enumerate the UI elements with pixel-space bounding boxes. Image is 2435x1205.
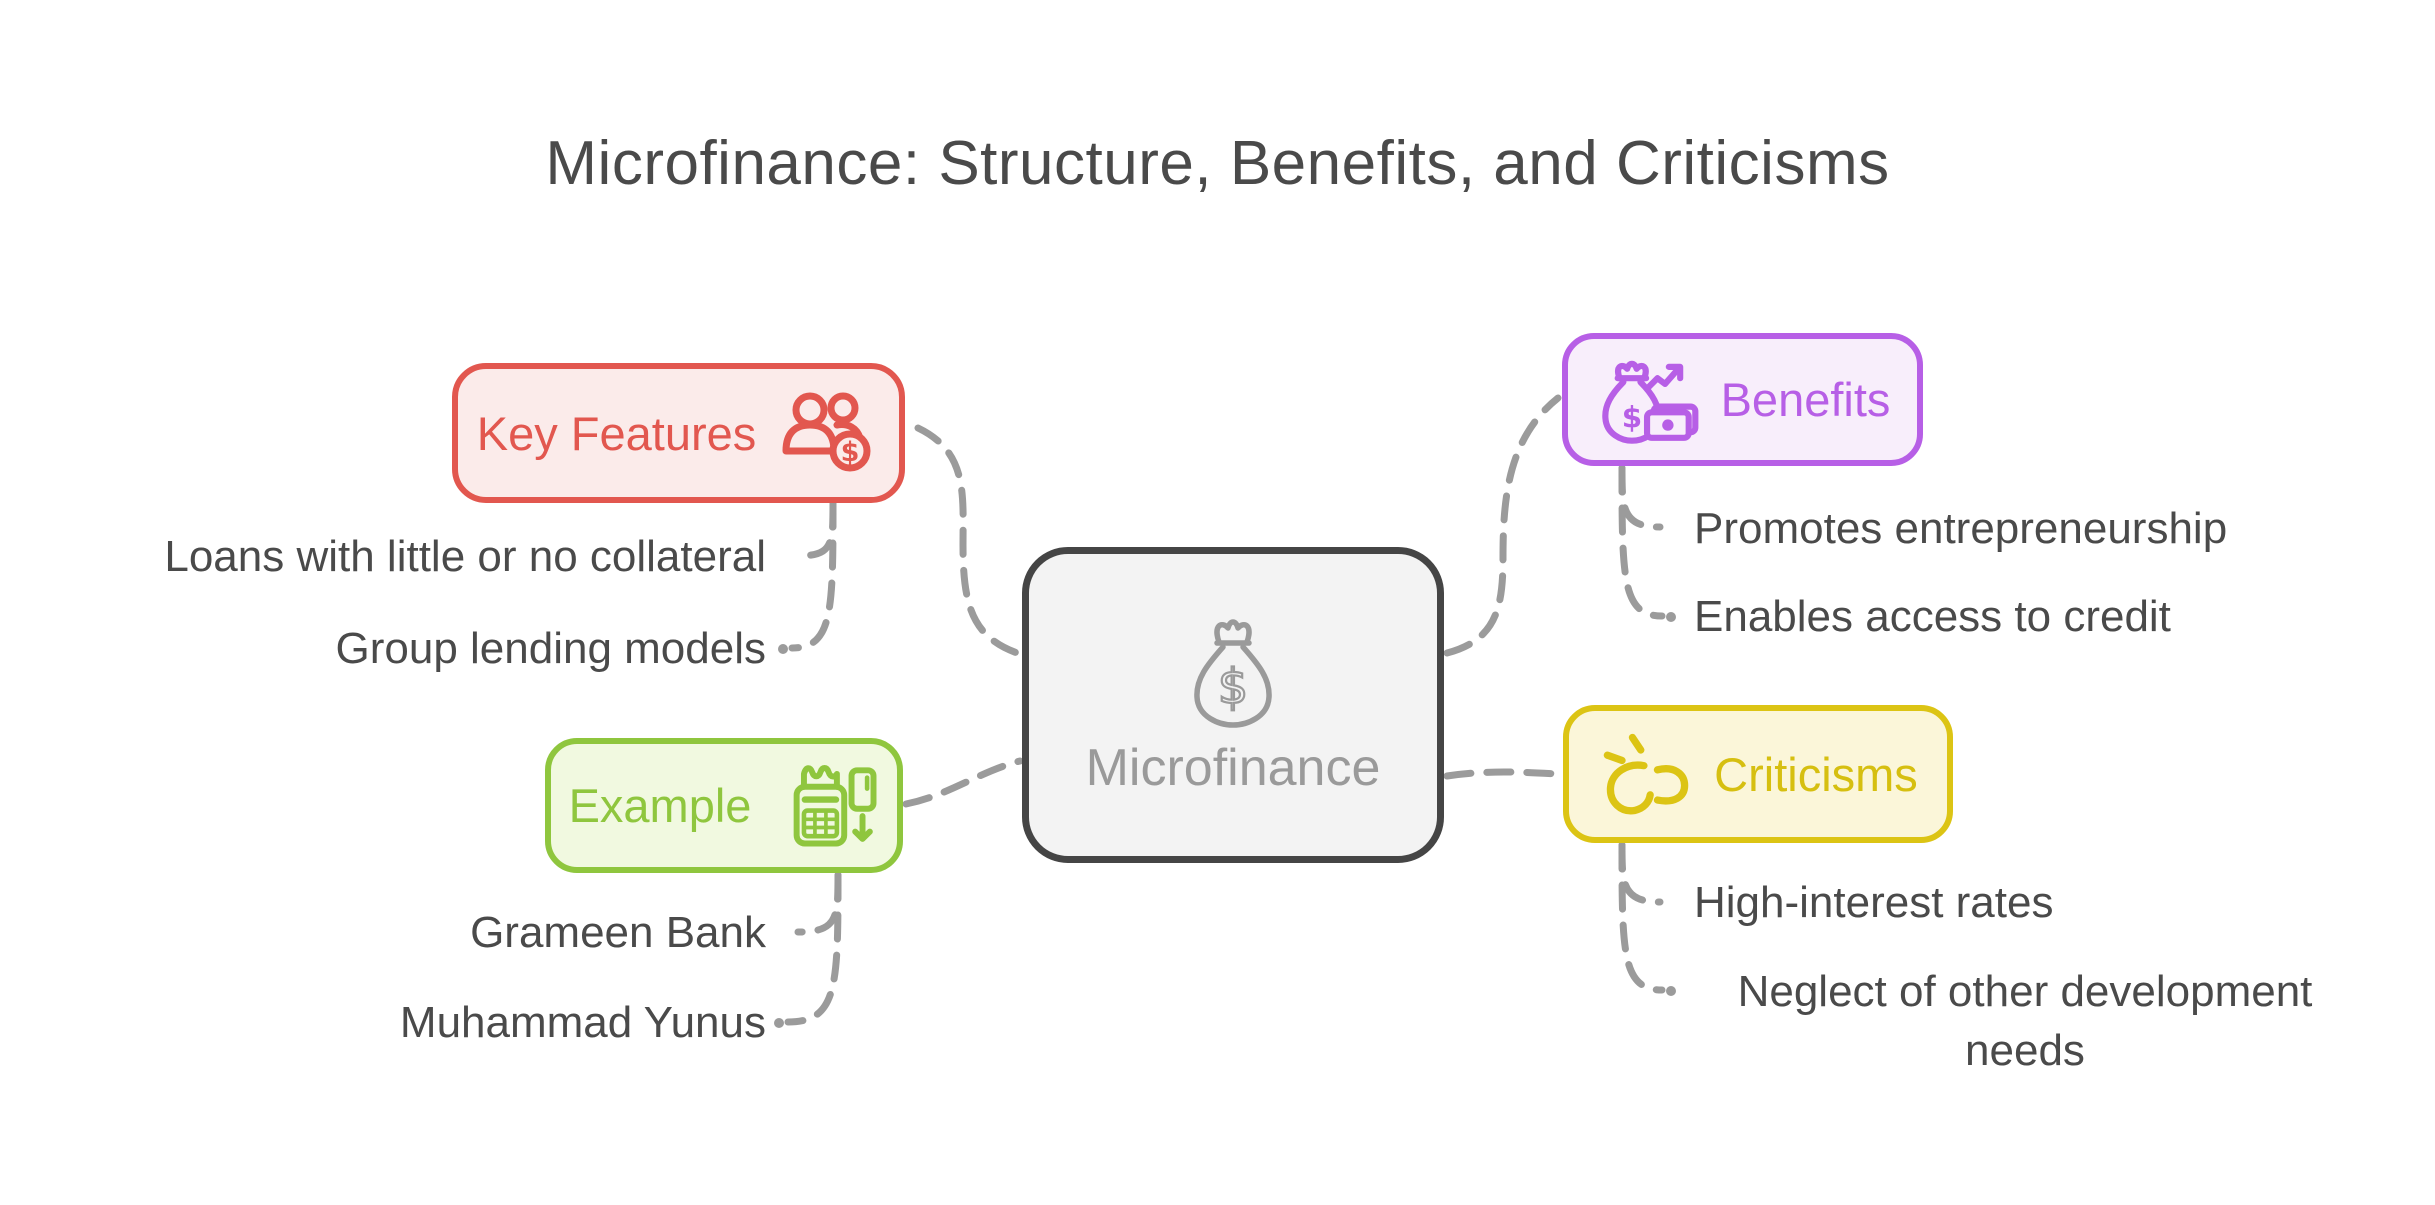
connector-keyfeatures-center: [914, 424, 1024, 658]
connector-keyfeatures-item2: [788, 499, 837, 652]
item-muhammad-yunus: Muhammad Yunus: [399, 998, 766, 1047]
svg-text:$: $: [841, 437, 860, 468]
connector-criticisms-item2: [1618, 841, 1666, 994]
branch-label-example: Example: [568, 779, 752, 832]
connector-criticisms-item1: [1618, 841, 1664, 906]
item-grameen-bank: Grameen Bank: [470, 908, 766, 957]
connector-example-item2: [784, 871, 842, 1026]
payment-terminal-icon: [794, 764, 877, 846]
connector-keyfeatures-item1: [792, 499, 837, 560]
item-enables-access-credit: Enables access to credit: [1694, 592, 2171, 641]
money-bag-icon: $: [1194, 619, 1272, 728]
svg-text:$: $: [1218, 659, 1249, 715]
branch-label-benefits: Benefits: [1720, 373, 1891, 426]
connector-endpoint-dot: [778, 644, 788, 654]
branch-node-example: Example: [545, 738, 903, 873]
branch-node-key-features: Key Features $: [452, 363, 905, 503]
branch-label-criticisms: Criticisms: [1714, 747, 1918, 801]
connector-example-center: [902, 757, 1024, 808]
svg-text:$: $: [1621, 400, 1641, 434]
money-growth-icon: $: [1601, 360, 1698, 444]
users-dollar-icon: $: [782, 392, 871, 472]
item-neglect-development-needs: Neglect of other development needs: [1737, 967, 2313, 1075]
branch-node-criticisms: Criticisms: [1563, 705, 1953, 843]
connector-center-benefits: [1443, 394, 1562, 657]
connector-benefits-item2: [1618, 464, 1666, 620]
center-node-label: Microfinance: [1085, 739, 1381, 797]
connector-benefits-item1: [1618, 464, 1664, 531]
connector-endpoint-dot: [1666, 612, 1676, 622]
broken-link-icon: [1603, 733, 1689, 815]
item-high-interest-rates: High-interest rates: [1694, 878, 2054, 927]
branch-node-benefits: $ Benefits: [1562, 333, 1923, 466]
item-loans-little-collateral: Loans with little or no collateral: [164, 532, 766, 581]
diagram-title: Microfinance: Structure, Benefits, and C…: [545, 129, 1890, 198]
connector-example-item1: [794, 871, 842, 936]
connector-endpoint-dot: [774, 1018, 784, 1028]
connector-endpoint-dot: [1666, 986, 1676, 996]
item-group-lending-models: Group lending models: [335, 624, 766, 673]
item-promotes-entrepreneurship: Promotes entrepreneurship: [1694, 504, 2228, 553]
connector-center-criticisms: [1443, 768, 1562, 780]
branch-label-key-features: Key Features: [476, 406, 757, 460]
center-node-microfinance: $ Microfinance: [1022, 547, 1444, 863]
